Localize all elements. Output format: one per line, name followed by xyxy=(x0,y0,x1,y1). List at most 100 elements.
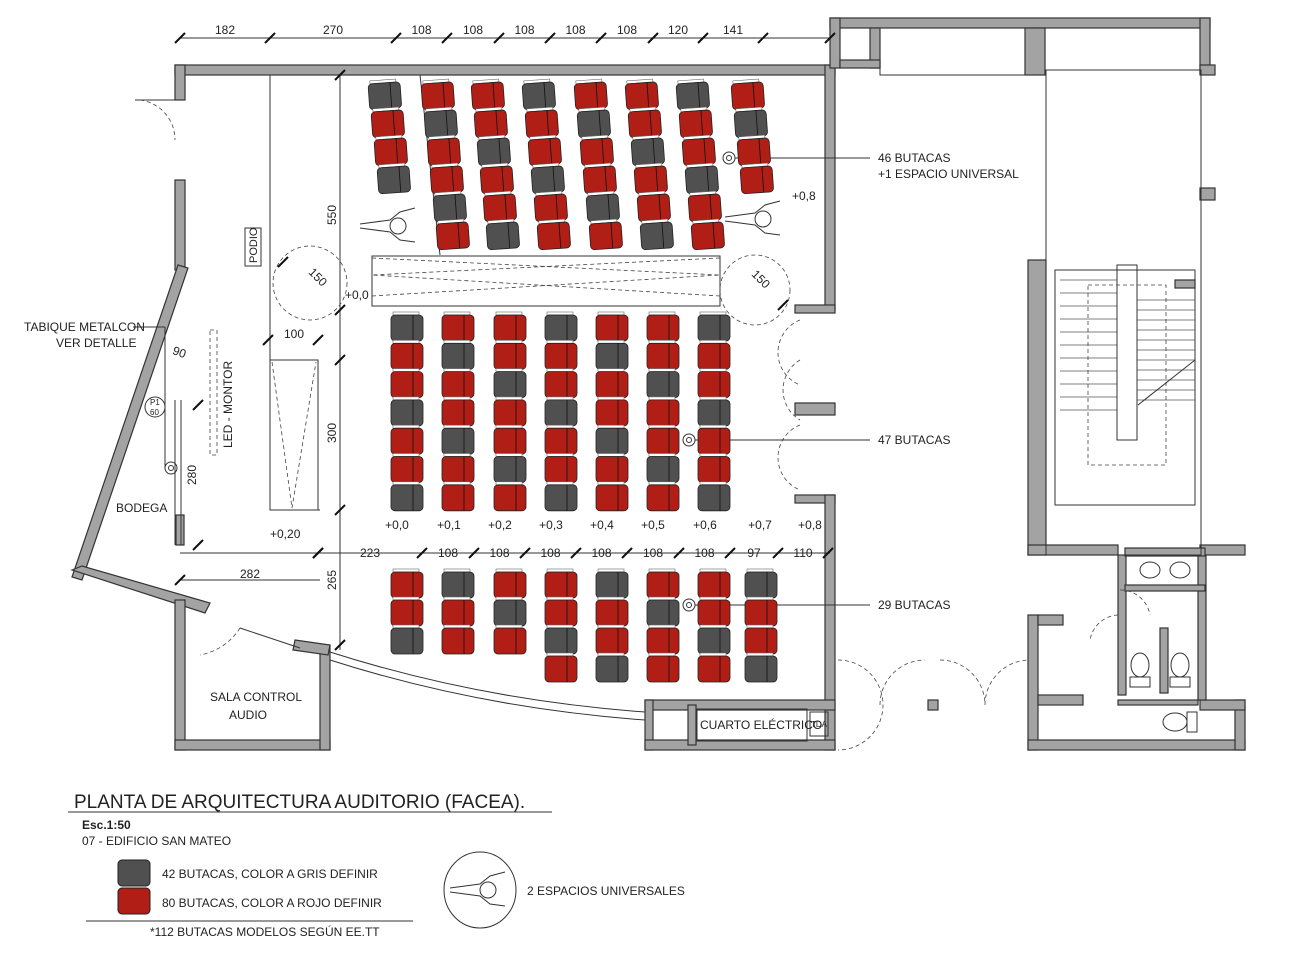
dimension-label: 223 xyxy=(360,546,380,560)
stairs xyxy=(1060,279,1195,411)
red-seat xyxy=(646,339,680,370)
red-seat xyxy=(544,568,578,599)
red-seat xyxy=(441,368,475,399)
red-seat xyxy=(697,652,731,683)
level-stage-low: +0,20 xyxy=(270,527,301,541)
red-seat xyxy=(544,424,578,455)
level-label: +0,3 xyxy=(539,518,563,532)
red-seat xyxy=(441,596,475,627)
gray-seat xyxy=(697,311,731,342)
led-monitor-label: LED - MONTOR xyxy=(221,361,235,448)
red-seat xyxy=(739,162,774,195)
tabique-label: TABIQUE METALCON xyxy=(24,320,145,334)
red-seat xyxy=(390,453,424,483)
red-seat xyxy=(697,339,731,370)
legend-total-text: *112 BUTACAS MODELOS SEGÚN EE.TT xyxy=(150,924,380,939)
legend-red-text: 80 BUTACAS, COLOR A ROJO DEFINIR xyxy=(162,896,382,910)
red-seat xyxy=(536,218,571,251)
red-seat xyxy=(493,624,527,655)
gray-seat xyxy=(595,424,629,455)
gray-seat xyxy=(441,424,475,455)
red-seat xyxy=(595,311,629,342)
red-seat xyxy=(627,106,662,139)
red-seat xyxy=(493,311,527,342)
dimension-label: 108 xyxy=(438,546,458,560)
callout-top-block-universal: +1 ESPACIO UNIVERSAL xyxy=(878,167,1019,181)
red-seat xyxy=(595,368,629,399)
legend-red-seat xyxy=(117,887,151,915)
level-label: +0,8 xyxy=(798,518,822,532)
gray-seat xyxy=(585,190,620,223)
red-seat xyxy=(744,596,778,627)
red-seat xyxy=(441,311,475,342)
red-seat xyxy=(646,481,680,512)
red-seat xyxy=(646,624,680,655)
gray-seat xyxy=(744,568,778,599)
gray-seat xyxy=(646,368,680,399)
red-seat xyxy=(678,106,713,139)
dimension-label: 108 xyxy=(565,23,585,37)
red-seat xyxy=(390,568,424,599)
dimension-label: 550 xyxy=(325,205,339,225)
gray-seat xyxy=(595,568,629,599)
red-seat xyxy=(544,596,578,627)
red-seat xyxy=(420,78,455,111)
red-seat xyxy=(390,339,424,370)
tda-label: TDA xyxy=(811,720,828,729)
red-seat xyxy=(646,652,680,683)
red-seat xyxy=(544,652,578,683)
red-seat xyxy=(441,481,475,512)
red-seat xyxy=(744,624,778,655)
level-label: +0,6 xyxy=(693,518,717,532)
gray-seat xyxy=(530,162,565,195)
red-seat xyxy=(390,424,424,455)
red-seat xyxy=(441,453,475,483)
gray-seat xyxy=(376,162,411,195)
dimension-label: 150 xyxy=(306,265,330,289)
sala-control-label: SALA CONTROL xyxy=(210,690,302,704)
dimension-label: 270 xyxy=(323,23,343,37)
red-seat xyxy=(730,78,765,111)
level-label: +0,4 xyxy=(590,518,614,532)
legend-gray-text: 42 BUTACAS, COLOR A GRIS DEFINIR xyxy=(162,867,378,881)
level-label: +0,5 xyxy=(641,518,665,532)
gray-seat xyxy=(521,78,556,111)
gray-seat xyxy=(595,339,629,370)
level-label: +0,1 xyxy=(437,518,461,532)
dimension-label: 280 xyxy=(185,465,199,485)
gray-seat xyxy=(390,396,424,427)
gray-seat xyxy=(485,218,520,251)
dimension-label: 108 xyxy=(591,546,611,560)
gray-seat xyxy=(544,396,578,427)
wheelchair-icon xyxy=(359,207,416,243)
tabique-note: VER DETALLE xyxy=(56,336,136,350)
gray-seat xyxy=(697,396,731,427)
gray-seat xyxy=(493,596,527,627)
dimension-label: 150 xyxy=(749,267,773,291)
red-seat xyxy=(697,568,731,599)
dimension-label: 141 xyxy=(723,23,743,37)
level-stage: +0,0 xyxy=(345,288,369,302)
callout-middle-block: 47 BUTACAS xyxy=(878,433,950,447)
red-seat xyxy=(646,311,680,342)
red-seat xyxy=(687,190,722,223)
gray-seat xyxy=(646,453,680,483)
red-seat xyxy=(636,190,671,223)
red-seat xyxy=(493,481,527,512)
gray-seat xyxy=(576,106,611,139)
gray-seat xyxy=(544,624,578,655)
red-seat xyxy=(697,453,731,483)
red-seat xyxy=(646,568,680,599)
gray-seat xyxy=(733,106,768,139)
cuarto-electrico-label: CUARTO ELÉCTRICO xyxy=(700,717,822,732)
dimension-label: 120 xyxy=(668,23,688,37)
dimension-label: 108 xyxy=(617,23,637,37)
dimension-label: 100 xyxy=(284,327,304,341)
red-seat xyxy=(690,218,725,251)
red-seat xyxy=(595,481,629,512)
dimension-label: 108 xyxy=(411,23,431,37)
dimension-label: 108 xyxy=(514,23,534,37)
dimension-label: 300 xyxy=(325,423,339,443)
building-label: 07 - EDIFICIO SAN MATEO xyxy=(82,834,231,848)
red-seat xyxy=(473,106,508,139)
